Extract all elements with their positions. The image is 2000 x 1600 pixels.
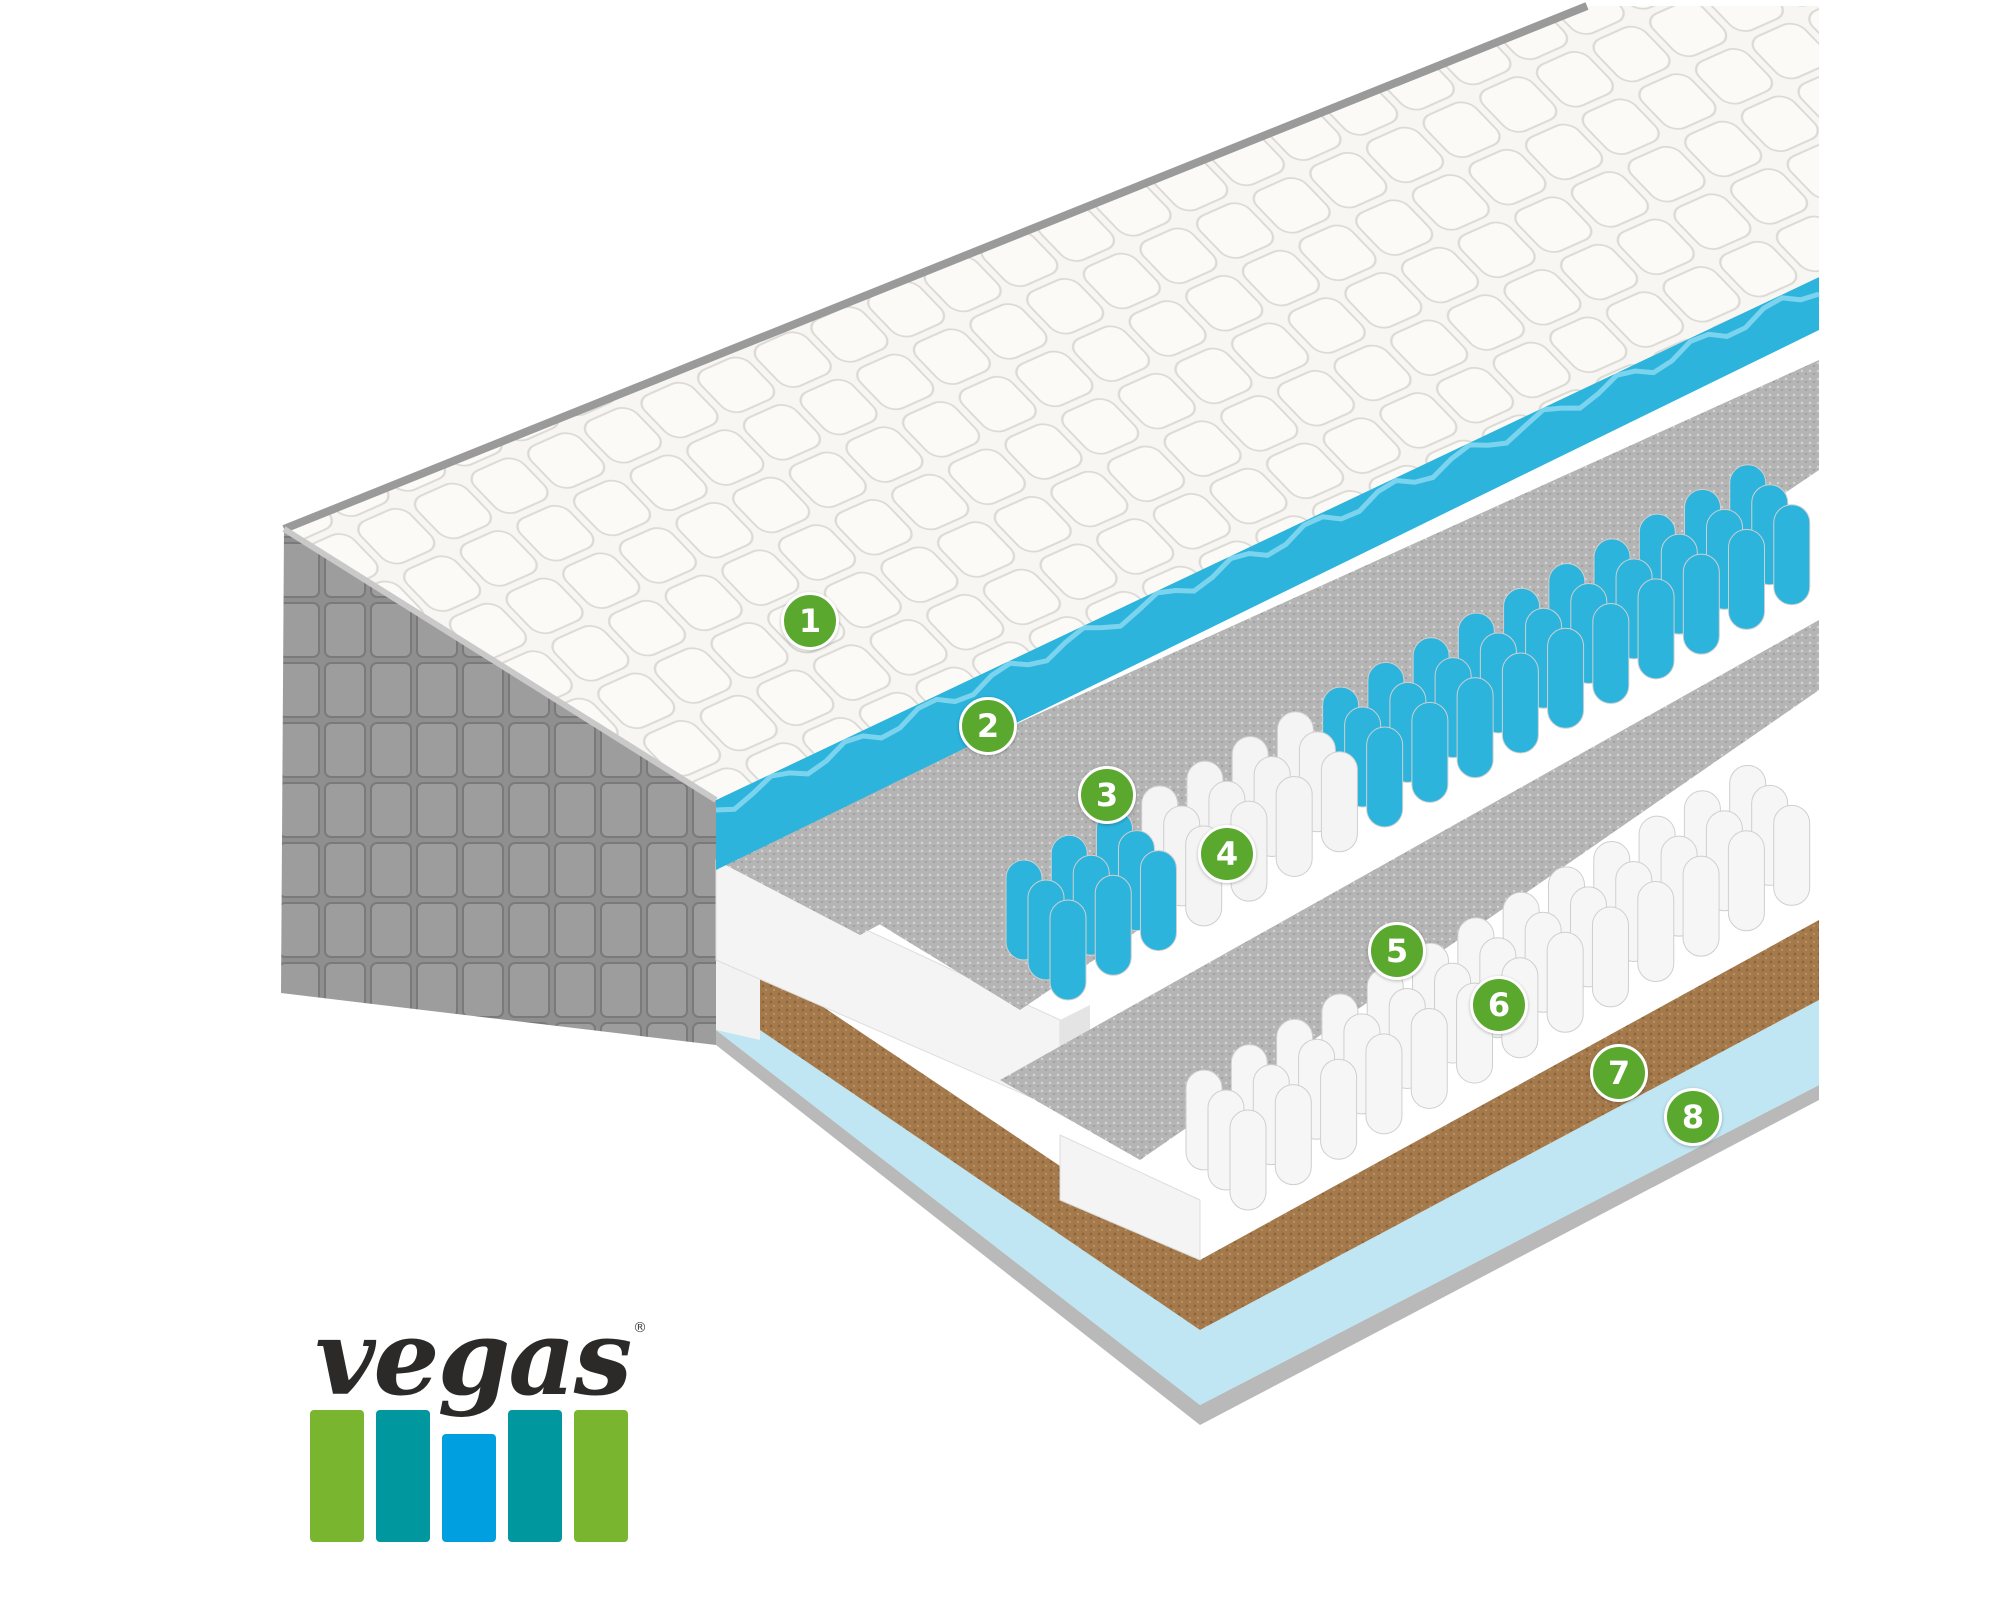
pocket-spring — [1411, 701, 1449, 803]
logo-bar-green — [574, 1410, 628, 1542]
pocket-spring — [1366, 726, 1404, 828]
layer-marker-6: 6 — [1470, 976, 1528, 1034]
pocket-spring — [1637, 578, 1675, 680]
pocket-spring — [1049, 899, 1087, 1001]
pocket-spring — [1501, 652, 1539, 754]
layer-marker-3: 3 — [1078, 766, 1136, 824]
pocket-spring — [1274, 1084, 1312, 1186]
pocket-spring — [1682, 553, 1720, 655]
logo-wordmark: vegas — [315, 1296, 632, 1419]
pocket-spring — [1456, 677, 1494, 779]
pocket-spring — [1728, 528, 1766, 630]
vegas-logo: vegas ® — [305, 1296, 665, 1548]
logo-bar-teal — [508, 1410, 562, 1542]
pocket-spring — [1320, 1058, 1358, 1160]
pocket-spring — [1410, 1007, 1448, 1109]
layer-marker-7: 7 — [1590, 1044, 1648, 1102]
pocket-spring — [1094, 874, 1132, 976]
pocket-spring — [1547, 627, 1585, 729]
pocket-spring — [1773, 804, 1811, 906]
pocket-spring — [1229, 1109, 1267, 1211]
pocket-spring — [1546, 931, 1584, 1033]
layer-marker-2: 2 — [959, 697, 1017, 755]
registered-mark: ® — [633, 1320, 647, 1336]
layer-marker-4: 4 — [1198, 825, 1256, 883]
layer-marker-8: 8 — [1664, 1088, 1722, 1146]
pocket-spring — [1682, 855, 1720, 957]
pocket-spring — [1365, 1033, 1403, 1135]
layer-marker-5: 5 — [1368, 922, 1426, 980]
pocket-spring — [1275, 775, 1313, 877]
pocket-spring — [1139, 850, 1177, 952]
pocket-spring — [1591, 906, 1629, 1008]
logo-bar-teal — [376, 1410, 430, 1542]
pocket-spring — [1637, 881, 1675, 983]
pocket-spring — [1320, 751, 1358, 853]
pocket-spring — [1727, 830, 1765, 932]
layer-marker-1: 1 — [781, 592, 839, 650]
lower-spring-block — [1185, 764, 1811, 1211]
pocket-spring — [1592, 603, 1630, 705]
pocket-spring — [1773, 504, 1811, 606]
logo-bar-blue — [442, 1434, 496, 1542]
logo-bar-green — [310, 1410, 364, 1542]
